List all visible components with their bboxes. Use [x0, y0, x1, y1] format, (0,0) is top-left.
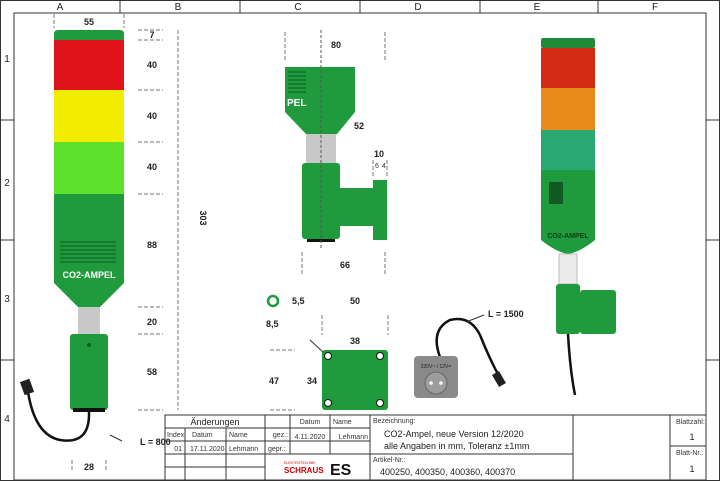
dim-hole-offset: 8,5 — [266, 319, 279, 329]
psu-label: 230V~ / 12V= — [421, 364, 452, 370]
col-name: Name — [229, 432, 248, 439]
red-segment — [54, 40, 124, 90]
col-index: Index — [167, 432, 185, 439]
col-label: D — [414, 2, 421, 13]
dim-side-top: 52 — [354, 121, 364, 131]
dim-mount-part: 4 — [382, 163, 386, 170]
product-photo: CO2-AMPEL — [541, 38, 616, 396]
dim-total-height: 303 — [198, 210, 208, 225]
side-view: PEL — [285, 30, 387, 248]
svg-text:ES: ES — [330, 462, 352, 479]
row-label: 2 — [4, 178, 10, 189]
dim-side-depth: 66 — [340, 260, 350, 270]
power-supply: 230V~ / 12V= — [414, 314, 506, 398]
artikel-value: 400250, 400350, 400360, 400370 — [380, 467, 515, 477]
change-date: 17.11.2020 — [190, 446, 225, 453]
blattzahl-label: Blattzahl: — [676, 419, 705, 426]
svg-text:CO2-AMPEL: CO2-AMPEL — [547, 233, 589, 240]
datum-header: Datum — [300, 419, 321, 426]
gepr-label: gepr.: — [268, 446, 286, 453]
svg-text:ELEKTROTECHNIK: ELEKTROTECHNIK — [284, 461, 316, 465]
dim-mount-depth: 10 — [374, 149, 384, 159]
gez-date: 4.11.2020 — [295, 434, 326, 441]
blattnr-value: 1 — [689, 464, 694, 474]
dim-psu-cable: L = 1500 — [488, 309, 524, 319]
light-green-segment — [54, 142, 124, 194]
blattzahl-value: 1 — [689, 432, 694, 442]
bezeichnung-line2: alle Angaben in mm, Toleranz ±1mm — [384, 441, 529, 451]
title-block-grid — [164, 414, 707, 481]
col-label: F — [652, 2, 658, 13]
side-label: PEL — [287, 98, 306, 109]
change-index: 01 — [174, 446, 182, 453]
name-header: Name — [333, 419, 352, 426]
change-name: Lehmann — [229, 446, 258, 453]
bezeichnung-label: Bezeichnung: — [373, 418, 415, 425]
dim-plate-height: 47 — [269, 376, 279, 386]
dim-segment: 88 — [147, 240, 157, 250]
gez-name: Lehmann — [339, 434, 368, 441]
front-dim-lines — [53, 14, 179, 472]
company-logo: ELEKTROTECHNIK SCHRAUS ES — [284, 461, 352, 479]
dim-side-width: 80 — [331, 40, 341, 50]
dim-segment: 40 — [147, 111, 157, 121]
bezeichnung-line1: CO2-Ampel, neue Version 12/2020 — [384, 429, 524, 439]
row-label: 3 — [4, 294, 10, 305]
dim-segment: 20 — [147, 317, 157, 327]
yellow-segment — [54, 90, 124, 142]
col-label: E — [534, 2, 541, 13]
cable — [26, 391, 91, 442]
dim-mount-part: 6 — [375, 163, 379, 170]
blattnr-label: Blatt-Nr.: — [676, 450, 703, 457]
col-label: C — [294, 2, 301, 13]
ampel-label: CO2-AMPEL — [62, 270, 116, 280]
dim-hole-diameter: 5,5 — [292, 296, 305, 306]
front-view: CO2-AMPEL — [19, 30, 124, 442]
changes-header: Änderungen — [190, 417, 239, 427]
dim-plate-width: 50 — [350, 296, 360, 306]
dim-cable: L = 800 — [140, 437, 171, 447]
row-label: 4 — [4, 414, 10, 425]
dim-base-width: 28 — [84, 462, 94, 472]
artikel-label: Artikel-Nr.: — [373, 457, 406, 464]
dim-width: 55 — [84, 17, 94, 27]
dim-segment: 58 — [147, 367, 157, 377]
gez-label: gez.: — [273, 432, 288, 439]
row-label: 1 — [4, 54, 10, 65]
dim-hole-spacing-y: 34 — [307, 376, 317, 386]
mount-plate — [266, 294, 388, 410]
ruler-lines — [0, 0, 720, 361]
col-label: B — [175, 2, 182, 13]
dim-hole-spacing-x: 38 — [350, 336, 360, 346]
col-label: A — [57, 2, 64, 13]
dim-segment: 40 — [147, 60, 157, 70]
svg-text:SCHRAUS: SCHRAUS — [284, 466, 324, 475]
dim-segment: 40 — [147, 162, 157, 172]
col-datum: Datum — [192, 432, 213, 439]
dim-segment: 7 — [149, 30, 154, 40]
